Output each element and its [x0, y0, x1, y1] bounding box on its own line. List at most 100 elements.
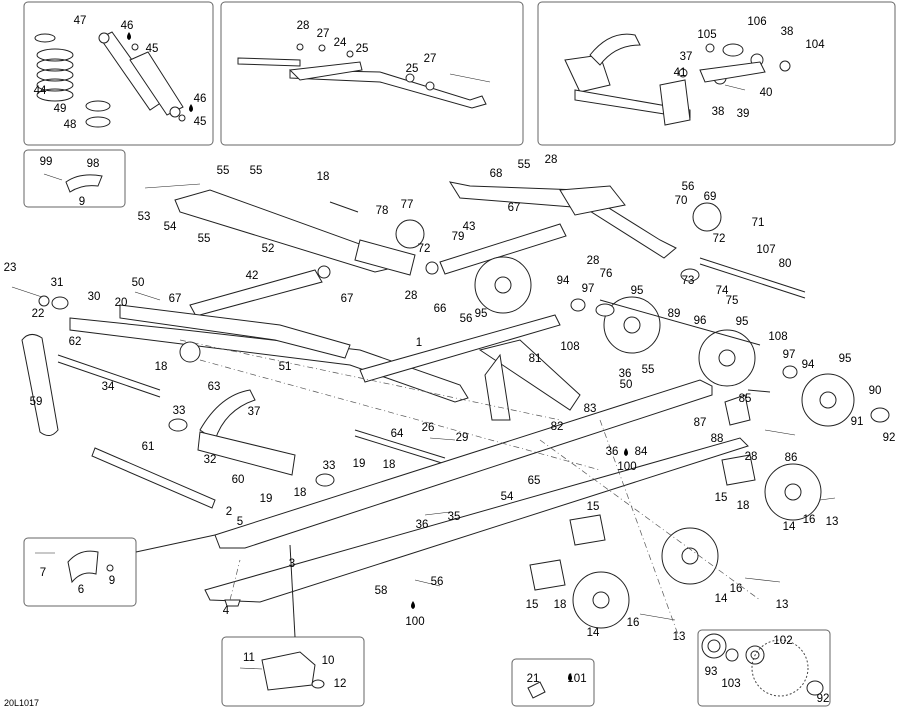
callout-56: 56: [682, 181, 695, 193]
callout-15: 15: [587, 501, 600, 513]
callout-45: 45: [146, 43, 159, 55]
callout-108: 108: [560, 341, 579, 353]
callout-63: 63: [208, 381, 221, 393]
callout-33: 33: [173, 405, 186, 417]
wheel-bearing-drawing: [701, 633, 824, 697]
callout-18: 18: [554, 599, 567, 611]
callout-55: 55: [217, 165, 230, 177]
callout-11: 11: [243, 652, 255, 664]
callout-6: 6: [78, 584, 84, 596]
callout-49: 49: [54, 103, 67, 115]
callout-32: 32: [204, 454, 217, 466]
slider-clip-drawing: [35, 550, 114, 584]
callout-108: 108: [768, 331, 787, 343]
callout-94: 94: [557, 275, 570, 287]
callout-22: 22: [32, 308, 45, 320]
callout-34: 34: [102, 381, 115, 393]
callout-95: 95: [631, 285, 644, 297]
callout-76: 76: [600, 268, 613, 280]
callout-54: 54: [164, 221, 177, 233]
callout-50: 50: [132, 277, 145, 289]
callout-62: 62: [69, 336, 82, 348]
callout-79: 79: [452, 231, 465, 243]
callout-77: 77: [401, 199, 414, 211]
callout-56: 56: [431, 576, 444, 588]
bumper-drawing: [239, 651, 325, 691]
callout-25: 25: [406, 63, 419, 75]
rail-left: [359, 314, 561, 383]
callout-26: 26: [422, 422, 435, 434]
callout-95: 95: [736, 316, 749, 328]
callout-37: 37: [680, 51, 693, 63]
callout-50: 50: [620, 379, 633, 391]
callout-65: 65: [528, 475, 541, 487]
callout-43: 43: [463, 221, 476, 233]
callout-16: 16: [730, 583, 743, 595]
lubricant-markers: [127, 32, 628, 609]
callout-78: 78: [376, 205, 389, 217]
callout-80: 80: [779, 258, 792, 270]
reference-code: 20L1017: [4, 698, 39, 707]
rail-right: [214, 379, 713, 549]
callout-48: 48: [64, 119, 77, 131]
callout-101: 101: [567, 673, 586, 685]
callout-72: 72: [418, 243, 431, 255]
callout-28: 28: [587, 255, 600, 267]
drop-icon: [624, 448, 628, 456]
callout-13: 13: [776, 599, 789, 611]
callout-95: 95: [839, 353, 852, 365]
callout-16: 16: [803, 514, 816, 526]
callout-73: 73: [682, 275, 695, 287]
callout-56: 56: [460, 313, 473, 325]
callout-53: 53: [138, 211, 151, 223]
callout-37: 37: [248, 406, 261, 418]
callout-13: 13: [826, 516, 839, 528]
callout-24: 24: [334, 37, 347, 49]
front-arm-inset-drawing: [237, 43, 491, 109]
callout-13: 13: [673, 631, 686, 643]
callout-85: 85: [739, 393, 752, 405]
callout-96: 96: [694, 315, 707, 327]
callout-27: 27: [317, 28, 330, 40]
callout-39: 39: [737, 108, 750, 120]
callout-19: 19: [353, 458, 366, 470]
callout-69: 69: [704, 191, 717, 203]
callout-68: 68: [490, 168, 503, 180]
main-assembly-drawing: [11, 181, 890, 641]
callout-19: 19: [260, 493, 273, 505]
callout-18: 18: [383, 459, 396, 471]
callout-36: 36: [416, 519, 429, 531]
callout-14: 14: [587, 627, 600, 639]
callout-60: 60: [232, 474, 245, 486]
callout-10: 10: [322, 655, 335, 667]
callout-18: 18: [317, 171, 330, 183]
callout-98: 98: [87, 158, 100, 170]
callout-89: 89: [668, 308, 681, 320]
callout-72: 72: [713, 233, 726, 245]
callout-88: 88: [711, 433, 724, 445]
callout-52: 52: [262, 243, 275, 255]
callout-23: 23: [4, 262, 17, 274]
callout-94: 94: [802, 359, 815, 371]
callout-67: 67: [169, 293, 182, 305]
callout-55: 55: [250, 165, 263, 177]
callout-74: 74: [716, 285, 729, 297]
callout-36: 36: [619, 368, 632, 380]
lubricant-drawing: [527, 673, 572, 699]
callout-20: 20: [115, 297, 128, 309]
slider-shoe: [204, 437, 749, 603]
callout-4: 4: [223, 605, 230, 617]
callout-102: 102: [773, 635, 792, 647]
callout-54: 54: [501, 491, 514, 503]
callout-92: 92: [817, 693, 830, 705]
callout-18: 18: [737, 500, 750, 512]
callout-47: 47: [74, 15, 87, 27]
callout-67: 67: [508, 202, 521, 214]
callout-97: 97: [582, 283, 595, 295]
callout-106: 106: [747, 16, 766, 28]
callout-91: 91: [851, 416, 864, 428]
callout-84: 84: [635, 446, 648, 458]
callout-14: 14: [715, 593, 728, 605]
